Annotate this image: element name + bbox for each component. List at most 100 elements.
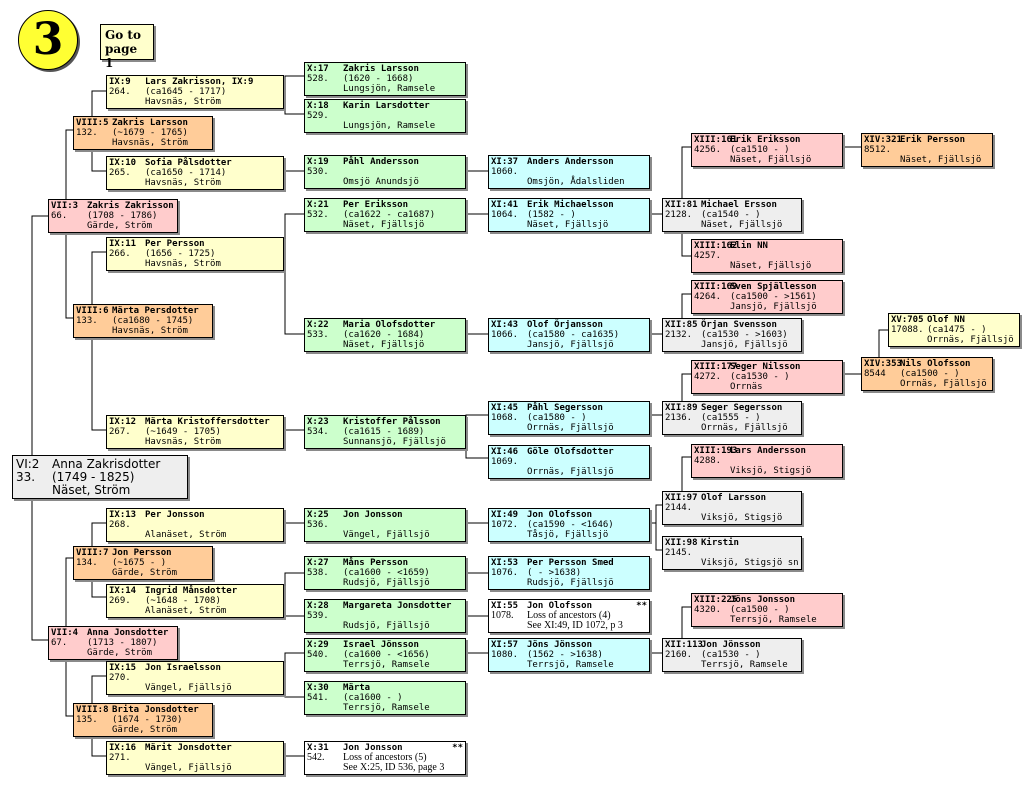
generation-label: XII:113 (665, 640, 703, 650)
person-name: Jon Persson (112, 548, 172, 558)
generation-label: IX:9 (109, 77, 131, 87)
person-box-XIII177[interactable]: XIII:177Seger Nilsson 4272.(ca1530 - ) O… (691, 360, 843, 394)
person-box-XIII193[interactable]: XIII:193Lars Andersson 4288. Viksjö, Sti… (691, 444, 843, 478)
person-name: Maria Olofsdotter (343, 320, 436, 330)
person-box-XIII161[interactable]: XIII:161Erik Eriksson 4256.(ca1510 - ) N… (691, 133, 843, 167)
person-id: 1069. (491, 457, 519, 467)
generation-label: XII:98 (665, 538, 698, 548)
person-id: 538. (307, 568, 329, 578)
person-name: Örjan Svensson (701, 320, 777, 330)
generation-label: IX:11 (109, 239, 137, 249)
person-id: 2160. (665, 650, 693, 660)
person-box-XIV321[interactable]: XIV:321Erik Persson 8512. Näset, Fjällsj… (861, 133, 993, 167)
person-name: Jon Israelsson (145, 663, 221, 673)
person-place: Gärde, Ström (112, 568, 178, 578)
person-dates: (ca1650 - 1714) (145, 168, 227, 178)
cross-reference-link[interactable]: See X:25, ID 536, page 3 (343, 762, 445, 773)
person-place: Terrsjö, Ramsele (730, 615, 817, 625)
person-place: Havsnäs, Ström (145, 437, 221, 447)
person-id: 264. (109, 87, 131, 97)
go-to-page-1-link[interactable]: Go to page 1 (100, 24, 154, 70)
person-id: 539. (307, 611, 329, 621)
person-box-XIII162[interactable]: XIII:162Elin NN 4257. Näset, Fjällsjö (691, 239, 843, 273)
person-id: 1068. (491, 413, 519, 423)
generation-label: XIII:177 (694, 362, 738, 372)
person-dates: (ca1590 - <1646) (527, 520, 614, 530)
person-dates: (~1649 - 1705) (145, 427, 221, 437)
person-id: 132. (76, 128, 98, 138)
person-name: Jöns Jonsson (730, 595, 796, 605)
person-dates: (ca1555 - ) (701, 413, 761, 423)
person-id: 542. (307, 752, 325, 763)
person-place: Terrsjö, Ramsele (343, 703, 430, 713)
person-name: Erik Michaelsson (527, 200, 614, 210)
person-name: Erik Eriksson (730, 135, 801, 145)
cross-reference-link[interactable]: See XI:49, ID 1072, p 3 (527, 620, 623, 631)
person-place: Viksjö, Stigsjö (701, 513, 783, 523)
person-dates: (ca1600 - <1659) (343, 568, 430, 578)
person-dates: (1562 - >1638) (527, 650, 603, 660)
person-box-XII113[interactable]: XII:113Jon Jönsson 2160.(ca1530 - ) Terr… (662, 638, 802, 672)
person-name: Märta Persdotter (112, 306, 199, 316)
page-number-badge: 3 (18, 10, 78, 70)
person-box-XIII169[interactable]: XIII:169Sven Spjällesson 4264.(ca1500 - … (691, 280, 843, 314)
person-place: Terrsjö, Ramsele (701, 660, 788, 670)
person-place: Rudsjö, Fjällsjö (343, 621, 430, 631)
person-dates: (ca1580 - ca1635) (527, 330, 620, 340)
person-name: Märit Jonsdotter (145, 743, 232, 753)
generation-label: X:28 (307, 601, 329, 611)
person-place: Näset, Fjällsjö (343, 220, 425, 230)
person-place: Näset, Fjällsjö (527, 220, 609, 230)
person-place: Gärde, Ström (87, 221, 153, 231)
person-name: Per Jonsson (145, 510, 205, 520)
generation-label: X:25 (307, 510, 329, 520)
person-place: Viksjö, Stigsjö sn (701, 558, 799, 568)
person-box-XIV353[interactable]: XIV:353Nils Olofsson 8544(ca1500 - ) Orr… (861, 357, 993, 391)
generation-label: XI:41 (491, 200, 519, 210)
person-box-XIII225[interactable]: XIII:225Jöns Jonsson 4320.(ca1500 - ) Te… (691, 593, 843, 627)
person-dates: (1713 - 1807) (87, 638, 158, 648)
